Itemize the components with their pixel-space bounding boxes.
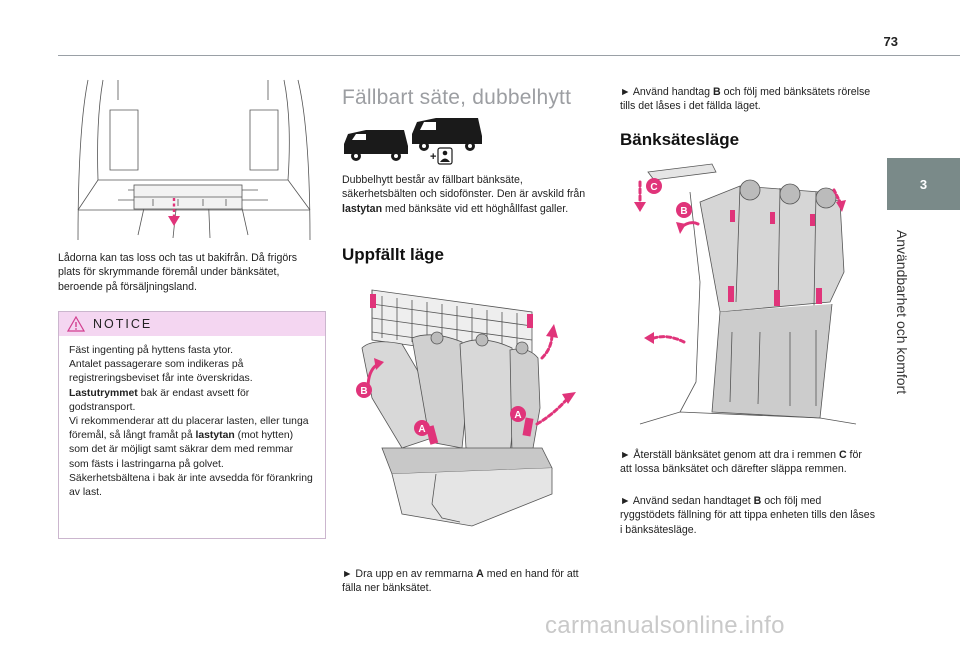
page-title: Fällbart säte, dubbelhytt (342, 86, 572, 109)
callout-c: C (650, 182, 657, 193)
notice-line: Fäst ingenting på hyttens fasta ytor. (69, 345, 234, 356)
seat-description: Dubbelhytt består av fällbart bänksäte, … (342, 174, 586, 215)
step-tip-unit: ► Använd sedan handtaget B och följ med … (620, 495, 875, 536)
page-number: 73 (883, 34, 898, 49)
chapter-title: Användbarhet och komfort (894, 229, 910, 395)
callout-a-right: A (514, 410, 521, 421)
section-title-bench: Bänksätesläge (620, 130, 740, 149)
warning-icon (67, 316, 85, 332)
notice-line: Lastutrymmet bak är endast avsett för go… (69, 387, 250, 413)
raised-seat-illustration: B A A (356, 289, 576, 527)
callout-b-bench: B (680, 206, 687, 217)
notice-line: Säkerhetsbältena i bak är inte avsedda f… (69, 472, 313, 499)
section-title-raised: Uppfällt läge (342, 245, 445, 264)
van-versions-icon: + (344, 118, 482, 165)
notice-line: Vi rekommenderar att du placerar lasten,… (69, 416, 309, 470)
notice-title: NOTICE (93, 317, 153, 331)
step-handle-fold: ► Använd handtag B och följ med bänksäte… (620, 86, 871, 113)
watermark[interactable]: carmanualsonline.info (545, 612, 785, 639)
notice-body: Fäst ingenting på hyttens fasta ytor. An… (59, 336, 325, 500)
callout-b: B (360, 386, 367, 397)
header-divider (58, 55, 960, 56)
notice-line: Antalet passagerare som indikeras på reg… (69, 359, 253, 385)
step-pull-strap: ► Dra upp en av remmarna A med en hand f… (342, 568, 579, 595)
chapter-tab[interactable]: 3 (887, 158, 960, 210)
notice-header: NOTICE (59, 312, 325, 336)
drawer-intro: Lådorna kan tas loss och tas ut bakifrån… (58, 252, 298, 293)
callout-a-left: A (418, 424, 425, 435)
bench-seat-illustration: C B (634, 163, 857, 425)
svg-text:+: + (430, 151, 436, 163)
step-release-strap: ► Återställ bänksätet genom att dra i re… (620, 449, 862, 476)
notice-box: NOTICE Fäst ingenting på hyttens fasta y… (58, 311, 326, 539)
cargo-drawer-illustration (77, 79, 311, 240)
